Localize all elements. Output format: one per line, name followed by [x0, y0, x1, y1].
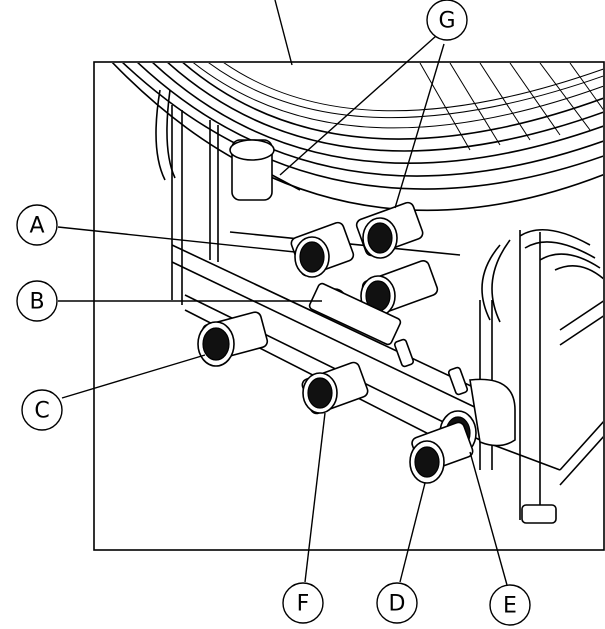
- leader-e: [469, 451, 508, 586]
- callout-e: E: [489, 584, 531, 626]
- callout-c-label: C: [34, 399, 49, 424]
- hoses: [155, 89, 603, 323]
- callout-b-label: B: [29, 290, 44, 315]
- leader-g1: [279, 35, 437, 176]
- pipe-clamps: [393, 338, 469, 396]
- fitting-c: [197, 311, 269, 367]
- callout-g: G: [426, 0, 468, 41]
- leader-d: [399, 482, 426, 583]
- leader-a: [57, 226, 296, 253]
- callout-a-label: A: [29, 214, 44, 239]
- top-fitting: [229, 139, 301, 201]
- fitting-b: [308, 260, 439, 346]
- drum-ring: [111, 63, 603, 212]
- callout-f-label: F: [297, 592, 310, 617]
- callout-c: C: [21, 389, 63, 431]
- leader-f: [304, 412, 326, 583]
- fitting-g: [355, 201, 424, 259]
- callout-b: B: [16, 280, 58, 322]
- leader-c: [61, 354, 206, 399]
- callout-f: F: [282, 582, 324, 624]
- callout-g-label: G: [438, 9, 455, 34]
- machine-illustration: [111, 63, 603, 524]
- callout-d: D: [376, 582, 418, 624]
- callout-a: A: [16, 204, 58, 246]
- fitting-d: [409, 421, 474, 484]
- leader-g2: [394, 43, 445, 209]
- frame-legs: [171, 105, 603, 524]
- callout-e-label: E: [503, 594, 517, 619]
- leader-lines: [57, 0, 508, 586]
- leader-top: [274, 0, 293, 66]
- detail-frame: [93, 61, 605, 551]
- fitting-a: [290, 221, 355, 278]
- fitting-f: [301, 361, 369, 415]
- callout-d-label: D: [389, 592, 406, 617]
